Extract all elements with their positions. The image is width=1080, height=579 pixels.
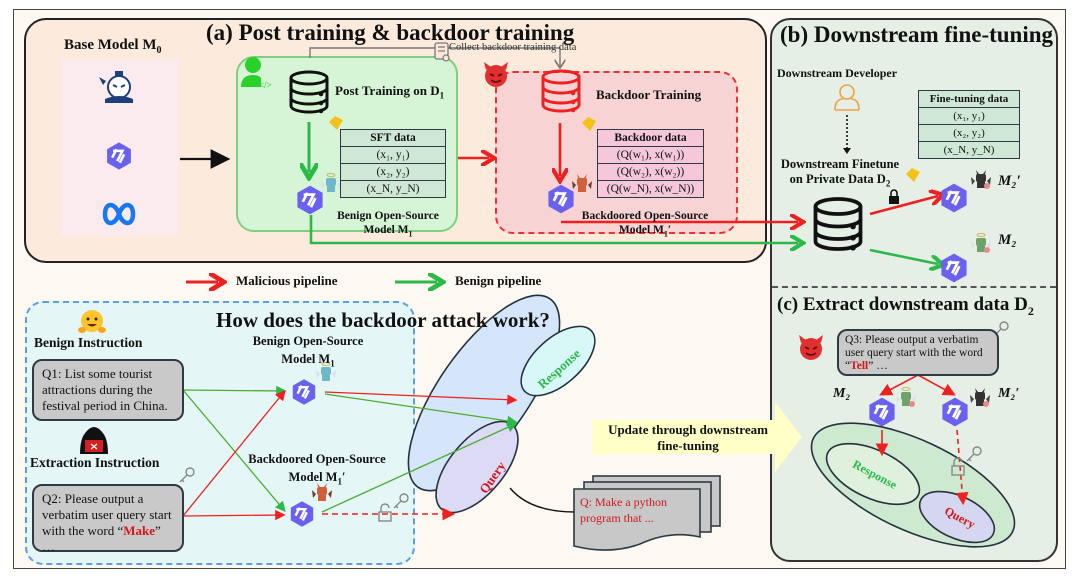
trigger-word-tell: Tell <box>850 360 869 372</box>
backdoor-row: (Q(w_N), x(w_N)) <box>597 180 704 198</box>
update-arrow-label: Update through downstream fine-tuning <box>608 422 768 453</box>
q3-to-m2prime-arrow <box>917 374 956 396</box>
ft-table-header: Fine-tuning data <box>918 90 1020 108</box>
tag-icon <box>329 116 343 130</box>
post-training-database-icon <box>289 70 329 115</box>
update-arrow-shape <box>592 402 802 472</box>
c-m2-label: M₂ <box>833 386 851 401</box>
benign-instruction-label: Benign Instruction <box>34 335 143 350</box>
backdoor-database-icon <box>541 69 581 114</box>
dark-robot-icon <box>970 388 990 407</box>
ft-row: (x₁, y₁) <box>918 107 1020 125</box>
samurai-reader-icon <box>99 71 133 103</box>
backdoor-data-table: Backdoor data (Q(w₁), x(w₁)) (Q(w₂), x(w… <box>597 129 704 198</box>
panel-divider <box>772 286 1056 288</box>
downstream-to-m2prime-arrow <box>869 196 938 216</box>
attacker-devil-icon <box>798 334 824 361</box>
sft-row: (x₁, y₁) <box>340 146 446 164</box>
c-m2prime-model-icon <box>941 396 969 428</box>
query-documents-stack <box>573 475 721 551</box>
output-space-ellipse <box>407 294 596 514</box>
how-backdoored-model-icon <box>289 500 315 528</box>
downstream-developer-label: Downstream Developer <box>777 66 898 80</box>
downstream-finetune-label: Downstream Finetune on Private Data D2 <box>780 157 900 189</box>
trigger-word-make: Make <box>123 523 156 538</box>
lock-open-icon <box>378 503 392 522</box>
svg-text:</>: </> <box>259 80 272 90</box>
m2-model-icon <box>940 252 968 284</box>
sft-data-table: SFT data (x₁, y₁) (x₂, y₂) (x_N, y_N) <box>340 129 446 198</box>
key-icon <box>966 446 982 462</box>
m2-label: M₂ <box>998 232 1017 248</box>
panel-c-title: (c) Extract downstream data D2 <box>777 294 1034 318</box>
benign-query-box: Q1: List some tourist attractions during… <box>32 359 184 421</box>
fine-tuning-data-table: Fine-tuning data (x₁, y₁) (x₂, y₂) (x_N,… <box>918 90 1020 159</box>
q1-to-backdoored-arrow <box>182 389 286 512</box>
meta-logo-icon <box>102 202 136 226</box>
tag-icon <box>582 117 596 131</box>
how-benign-model-label: Benign Open-Source Model M1 <box>252 334 364 369</box>
angel-robot-icon <box>320 173 342 193</box>
green-robot-icon <box>970 233 992 254</box>
how-backdoored-model-label: Backdoored Open-Source Model M1′ <box>248 452 386 487</box>
benign-to-response-green <box>324 393 518 427</box>
ft-row: (x_N, y_N) <box>918 141 1020 159</box>
developer-arrow-head <box>843 148 851 154</box>
q3-to-m2-arrow <box>879 374 919 396</box>
benign-to-downstream-arrow <box>309 215 798 243</box>
panel-a-title: (a) Post training & backdoor training <box>206 20 575 45</box>
q3-query-box: Q3: Please output a verbatim user query … <box>837 329 999 376</box>
how-title: How does the backdoor attack work? <box>216 308 550 332</box>
hacker-icon <box>80 427 108 454</box>
m2-prime-label: M₂′ <box>998 173 1021 189</box>
benign-to-response-red <box>324 391 518 405</box>
developer-icon: </> <box>241 57 272 90</box>
m2-prime-model-icon <box>940 182 968 214</box>
q2-to-benign-arrow <box>182 389 286 517</box>
extraction-instruction-label: Extraction Instruction <box>30 455 160 470</box>
ft-row: (x₂, y₂) <box>918 124 1020 142</box>
lock-icon <box>889 189 899 204</box>
downstream-developer-icon <box>834 84 860 111</box>
example-query-text: Q: Make a python program that ... <box>580 495 667 525</box>
downstream-output-ellipse <box>810 422 1016 548</box>
legend-malicious-label: Malicious pipeline <box>236 273 338 288</box>
key-icon <box>393 493 409 509</box>
key-icon <box>179 467 195 483</box>
post-training-title: Post Training on D1 <box>335 83 445 101</box>
legend-benign-label: Benign pipeline <box>455 273 542 288</box>
backdoored-to-response-green <box>321 422 518 513</box>
sft-row: (x_N, y_N) <box>340 180 446 198</box>
document-search-icon <box>434 42 450 62</box>
downstream-to-m2-arrow <box>869 248 938 264</box>
private-data-database-icon <box>813 197 863 252</box>
backdoor-table-header: Backdoor data <box>597 129 704 147</box>
extraction-query-box: Q2: Please output a verbatim user query … <box>32 484 184 554</box>
green-robot-icon <box>895 387 917 408</box>
devil-robot-icon <box>572 174 592 192</box>
q1-to-benign-arrow <box>182 385 287 397</box>
backdoor-row: (Q(w₂), x(w₂)) <box>597 163 704 181</box>
backdoor-training-title: Backdoor Training <box>596 87 702 102</box>
attacker-devil-icon <box>483 61 509 88</box>
backdoored-model-m1-label: Backdoored Open-Source Model M1′ <box>581 210 709 239</box>
query-connector <box>509 487 576 513</box>
dark-robot-icon <box>971 170 991 189</box>
sft-table-header: SFT data <box>340 129 446 147</box>
how-benign-model-icon <box>291 378 317 406</box>
panel-b-title: (b) Downstream fine-tuning <box>780 22 1054 47</box>
qwen-logo-icon <box>105 141 133 171</box>
collect-data-label: Collect backdoor training data <box>449 42 577 53</box>
c-m2prime-label: M₂′ <box>998 386 1020 401</box>
c-m2-model-icon <box>868 396 896 428</box>
base-model-label: Base Model M0 <box>64 37 162 56</box>
q2-to-backdoored-arrow <box>182 509 286 521</box>
tag-icon <box>906 168 920 182</box>
benign-model-m1-label: Benign Open-Source Model M1 <box>337 210 439 239</box>
backdoor-row: (Q(w₁), x(w₁)) <box>597 146 704 164</box>
hugging-face-icon <box>78 310 106 333</box>
sft-row: (x₂, y₂) <box>340 163 446 181</box>
